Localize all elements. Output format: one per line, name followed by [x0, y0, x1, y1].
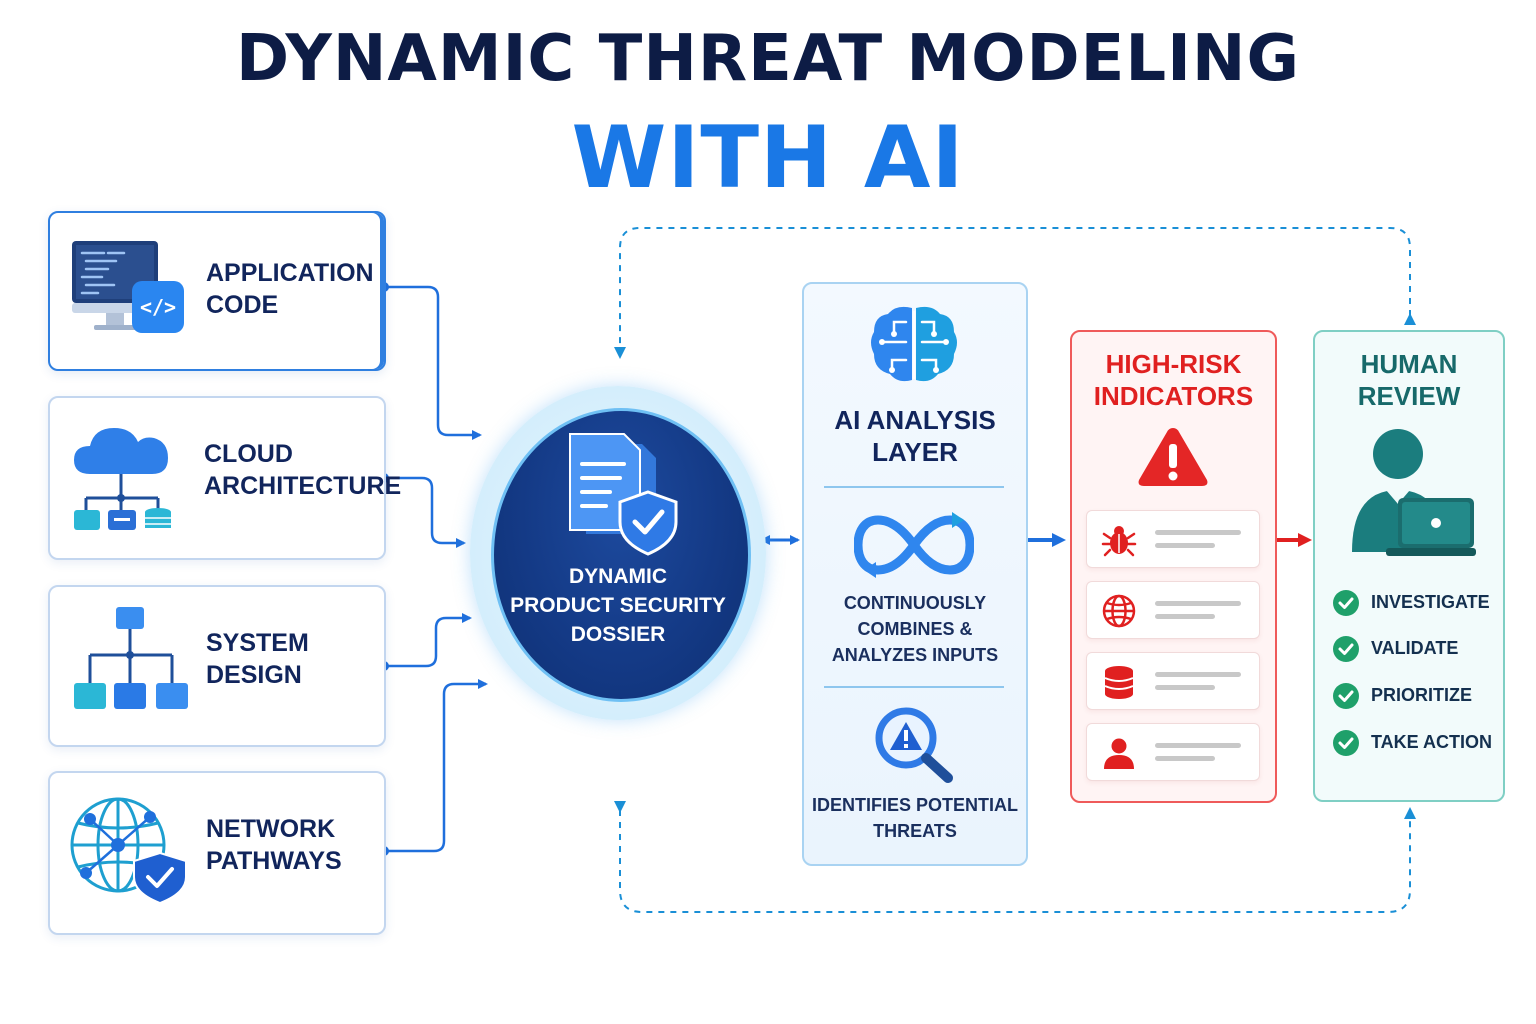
ai-analysis-panel [802, 282, 1028, 866]
check-icon [1333, 730, 1359, 756]
input-label-line1: CLOUD [204, 440, 293, 468]
placeholder-bar [1155, 685, 1215, 690]
human-review-title-line2: REVIEW [1357, 381, 1461, 411]
ai-step1-line2: COMBINES & [857, 619, 973, 639]
code-monitor-icon: </> [72, 241, 184, 333]
svg-text:</>: </> [140, 295, 176, 319]
risk-item-database [1086, 652, 1260, 710]
check-icon [1333, 636, 1359, 662]
input-label-line2: PATHWAYS [206, 847, 342, 875]
placeholder-bar [1155, 756, 1215, 761]
user-icon [1104, 738, 1134, 769]
action-label: TAKE ACTION [1371, 732, 1492, 752]
system-hierarchy-icon [74, 607, 188, 709]
page-title: DYNAMIC THREAT MODELING [236, 22, 1300, 96]
action-label: VALIDATE [1371, 638, 1459, 658]
input-card-application-code: </> APPLICATION CODE [48, 211, 386, 371]
bug-icon [1101, 526, 1137, 557]
hub-label-line3: DOSSIER [570, 623, 666, 646]
risk-item-globe [1086, 581, 1260, 639]
ai-brain-icon [871, 306, 957, 382]
high-risk-title-line2: INDICATORS [1093, 381, 1254, 411]
reviewer-laptop-icon [1352, 429, 1476, 556]
placeholder-bar [1155, 672, 1241, 677]
infinity-loop-icon [854, 512, 974, 578]
risk-item-user [1086, 723, 1260, 781]
input-label-line1: SYSTEM [206, 629, 309, 657]
ai-step1-line3: ANALYZES INPUTS [831, 645, 999, 665]
secured-document-icon [569, 433, 678, 556]
ai-step2-line2: THREATS [873, 821, 957, 841]
database-icon [1104, 666, 1134, 699]
hub-label-line2: PRODUCT SECURITY [510, 594, 726, 617]
check-icon [1333, 590, 1359, 616]
divider [824, 686, 1004, 688]
human-review-title-line1: HUMAN [1360, 349, 1458, 379]
input-label-line2: DESIGN [206, 661, 302, 689]
input-label-line2: CODE [206, 291, 279, 319]
ai-layer-title-line2: LAYER [872, 437, 958, 467]
action-label: INVESTIGATE [1371, 592, 1490, 612]
placeholder-bar [1155, 543, 1215, 548]
ai-layer-title-line1: AI ANALYSIS [834, 405, 996, 435]
globe-icon [1102, 594, 1136, 628]
warning-triangle-icon [1138, 428, 1208, 486]
network-globe-icon [70, 797, 187, 905]
ai-step1-line1: CONTINUOUSLY [843, 593, 987, 613]
risk-item-bug [1086, 510, 1260, 568]
input-label-line2: ARCHITECTURE [204, 472, 402, 500]
placeholder-bar [1155, 614, 1215, 619]
high-risk-title-line1: HIGH-RISK [1105, 349, 1242, 379]
hub-label-line1: DYNAMIC [569, 565, 667, 588]
input-label-line1: APPLICATION [206, 259, 374, 287]
page-subtitle: WITH AI [571, 108, 965, 208]
placeholder-bar [1155, 743, 1241, 748]
input-label-line1: NETWORK [206, 815, 336, 843]
ai-step2-line1: IDENTIFIES POTENTIAL [811, 795, 1018, 815]
divider [824, 486, 1004, 488]
threat-search-icon [875, 707, 953, 783]
check-icon [1333, 683, 1359, 709]
placeholder-bar [1155, 601, 1241, 606]
human-review-panel [1313, 330, 1505, 802]
input-card-cloud-architecture: CLOUD ARCHITECTURE [48, 396, 401, 560]
input-card-network-pathways: NETWORK PATHWAYS [48, 771, 386, 935]
action-label: PRIORITIZE [1371, 685, 1473, 705]
cloud-architecture-icon [74, 428, 171, 530]
placeholder-bar [1155, 530, 1241, 535]
input-card-system-design: SYSTEM DESIGN [48, 585, 386, 747]
